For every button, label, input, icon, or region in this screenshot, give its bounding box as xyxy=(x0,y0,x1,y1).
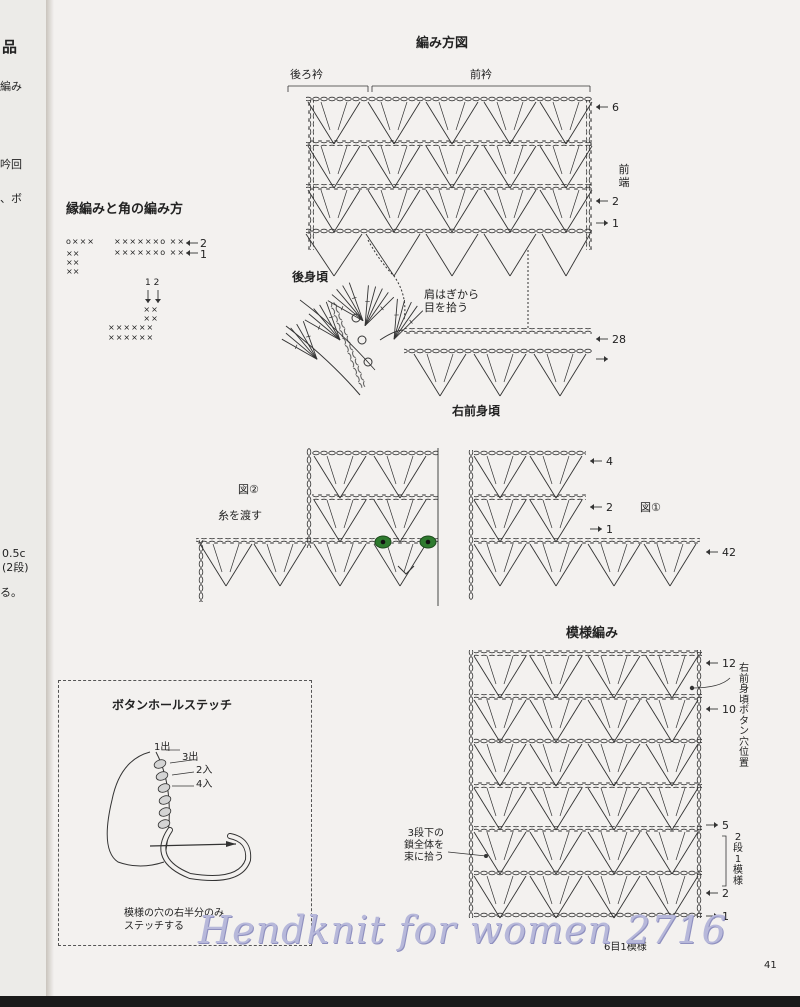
pattern-row-12: 12 xyxy=(722,657,736,670)
pattern-title: 模様編み xyxy=(566,626,619,641)
pattern-row-5: 5 xyxy=(722,819,729,832)
row-label-1: 1 xyxy=(612,217,619,230)
fig1-row-42: 42 xyxy=(722,546,736,559)
pattern-row-1: 1 xyxy=(722,910,729,923)
edge-row-c: ××××××o ×× xyxy=(114,248,186,257)
row-label-28: 28 xyxy=(612,333,626,346)
step-3-out: 3出 xyxy=(182,752,199,763)
shoulder-note: 肩はぎから 目を拾う xyxy=(424,288,479,315)
fig2-label: 図② xyxy=(238,483,259,496)
left-fragment: 、ボ xyxy=(0,192,22,205)
buttonhole-position-note: 右前身頃ボタン穴位置 xyxy=(739,663,749,769)
edge-row-b: ××××××o ×× xyxy=(114,237,186,246)
left-fragment: (2段) xyxy=(2,561,29,574)
edge-x-corner: ×× ×××××××××××××× xyxy=(108,305,159,342)
buttonhole-stitch-box xyxy=(58,680,312,946)
buttonhole-note-2: ステッチする xyxy=(124,921,184,932)
bottom-edge xyxy=(0,996,800,1007)
right-front-body-label: 右前身頃 xyxy=(452,404,501,418)
left-fragment: 吟回 xyxy=(0,158,22,171)
book-binding xyxy=(46,0,54,1007)
edge-x-stack: ×××××× xyxy=(66,249,80,276)
row-label-6: 6 xyxy=(612,101,619,114)
edge-row-label-1: 1 xyxy=(200,248,207,261)
pattern-bottom-label: 6目1模様 xyxy=(604,942,647,953)
edge-diagram-title: 縁編みと角の編み方 xyxy=(66,202,184,217)
back-body-label: 後身頃 xyxy=(292,270,329,284)
back-collar-label: 後ろ衿 xyxy=(290,68,323,81)
left-fragment: 編み xyxy=(0,80,22,93)
edge-side-labels: 1 2 xyxy=(145,278,160,288)
row-label-2: 2 xyxy=(612,195,619,208)
edge-row-a: o××× xyxy=(66,237,96,246)
step-1-out: 1出 xyxy=(154,742,171,753)
fig1-row-4: 4 xyxy=(606,455,613,468)
yarn-note: 糸を渡す xyxy=(218,509,262,522)
page-number: 41 xyxy=(764,960,777,971)
watermark: Hendknit for women 2716 xyxy=(198,908,727,952)
fig1-row-2: 2 xyxy=(606,501,613,514)
left-fragment: 品 xyxy=(2,38,18,56)
pattern-row-10: 10 xyxy=(722,703,736,716)
front-edge-label: 前端 xyxy=(618,163,630,189)
edge-row-label-2: 2 xyxy=(200,237,207,250)
left-fragment: る。 xyxy=(0,586,22,599)
fig1-label: 図① xyxy=(640,501,661,514)
buttonhole-note-1: 模様の穴の右半分のみ xyxy=(124,908,224,919)
repeat-label: 2段1模様 xyxy=(733,832,743,887)
front-collar-label: 前衿 xyxy=(470,68,492,81)
pattern-row-2: 2 xyxy=(722,887,729,900)
step-2-in: 2入 xyxy=(196,765,213,776)
fig1-row-1: 1 xyxy=(606,523,613,536)
main-diagram-title: 編み方図 xyxy=(416,36,469,51)
buttonhole-stitch-title: ボタンホールステッチ xyxy=(112,698,233,712)
step-4-in: 4入 xyxy=(196,779,213,790)
left-fragment: 0.5c xyxy=(2,547,26,560)
pickup-note: 3段下の 鎖全体を 束に拾う xyxy=(404,828,444,863)
left-page-strip: 品 編み 吟回 、ボ 0.5c (2段) る。 xyxy=(0,0,47,1007)
